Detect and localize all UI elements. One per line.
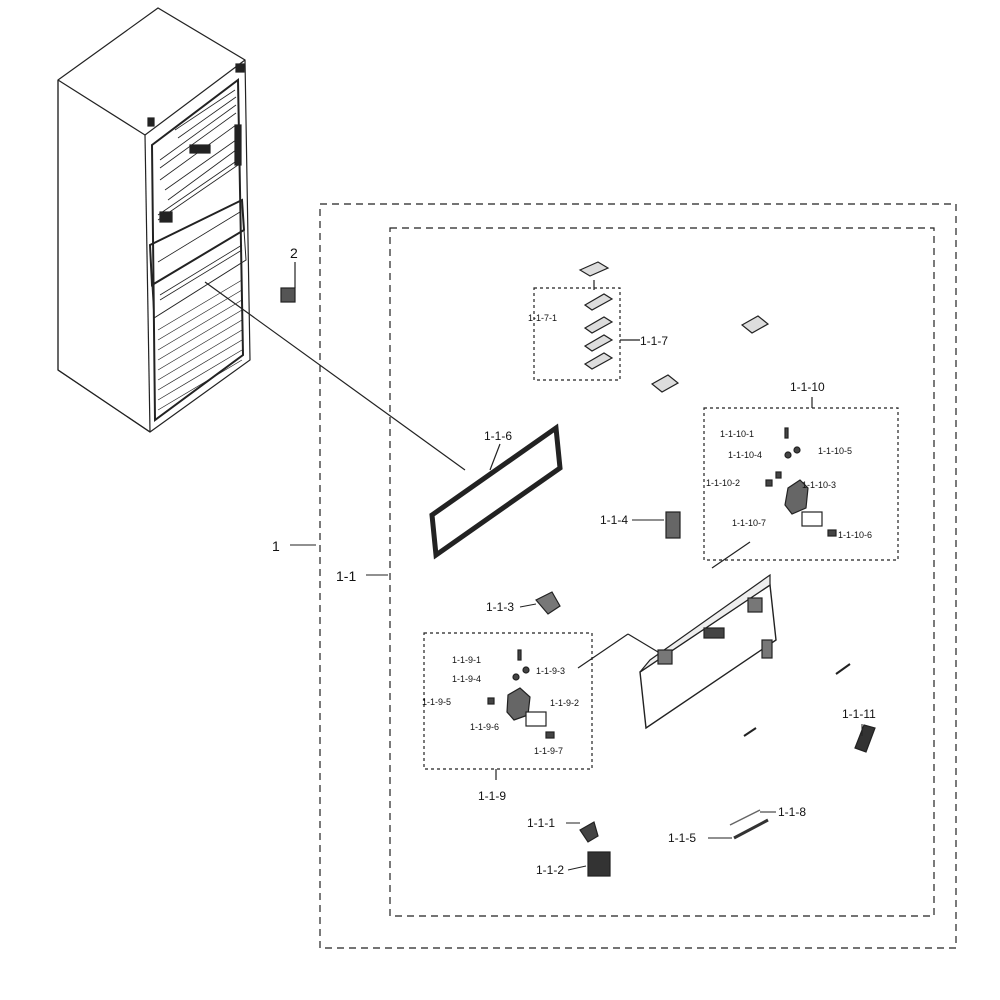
label-1-1-7: 1-1-7 — [640, 334, 668, 348]
label-1-1-9-1: 1-1-9-1 — [452, 655, 481, 665]
label-1-1-10-3: 1-1-10-3 — [802, 480, 836, 490]
label-1-1-9-6: 1-1-9-6 — [470, 722, 499, 732]
label-1-1-10-4: 1-1-10-4 — [728, 450, 762, 460]
label-1-1-10-6: 1-1-10-6 — [838, 530, 872, 540]
label-1-1-6: 1-1-6 — [484, 429, 512, 443]
label-1-1-9-2: 1-1-9-2 — [550, 698, 579, 708]
label-1-1-7-1: 1-1-7-1 — [528, 313, 557, 323]
assembly-1-1-boundary — [389, 227, 935, 917]
label-1-1-10-2: 1-1-10-2 — [706, 478, 740, 488]
misc-parts — [535, 511, 876, 877]
label-1-1-4: 1-1-4 — [600, 513, 628, 527]
assembly-1-1-7-boundary — [533, 287, 621, 381]
label-1-1-9: 1-1-9 — [478, 789, 506, 803]
label-1-1-10-5: 1-1-10-5 — [818, 446, 852, 456]
part-labels: 1 2 1-1 1-1-1 1-1-2 1-1-3 1-1-4 1-1-5 1-… — [272, 245, 876, 877]
label-1-1-3: 1-1-3 — [486, 600, 514, 614]
label-1-1-9-3: 1-1-9-3 — [536, 666, 565, 676]
hinge-left-parts — [487, 649, 555, 739]
label-1: 1 — [272, 538, 280, 554]
label-1-1-2: 1-1-2 — [536, 863, 564, 877]
label-1-1-11: 1-1-11 — [842, 707, 876, 721]
hinge-right-parts — [765, 427, 837, 537]
leader-line-gasket — [204, 281, 466, 471]
assembly-1-1-9-boundary — [423, 632, 593, 770]
label-leaders — [290, 519, 863, 871]
label-1-1-10: 1-1-10 — [790, 380, 825, 394]
label-1-1-9-5: 1-1-9-5 — [422, 697, 451, 707]
label-1-1-10-1: 1-1-10-1 — [720, 429, 754, 439]
drawer-front-panel — [639, 573, 777, 730]
label-1-1-9-7: 1-1-9-7 — [534, 746, 563, 756]
part-2-bracket — [280, 262, 296, 303]
label-1-1-9-4: 1-1-9-4 — [452, 674, 481, 684]
door-gasket — [429, 423, 563, 560]
assembly-1-boundary — [319, 203, 957, 949]
label-1-1: 1-1 — [336, 568, 356, 584]
label-1-1-1: 1-1-1 — [527, 816, 555, 830]
refrigerator-cabinet — [57, 7, 251, 433]
hinge-cover-parts — [578, 261, 770, 393]
label-1-1-8: 1-1-8 — [778, 805, 806, 819]
assembly-1-1-10-boundary — [703, 407, 899, 561]
label-2: 2 — [290, 245, 298, 261]
label-1-1-5: 1-1-5 — [668, 831, 696, 845]
label-1-1-10-7: 1-1-10-7 — [732, 518, 766, 528]
